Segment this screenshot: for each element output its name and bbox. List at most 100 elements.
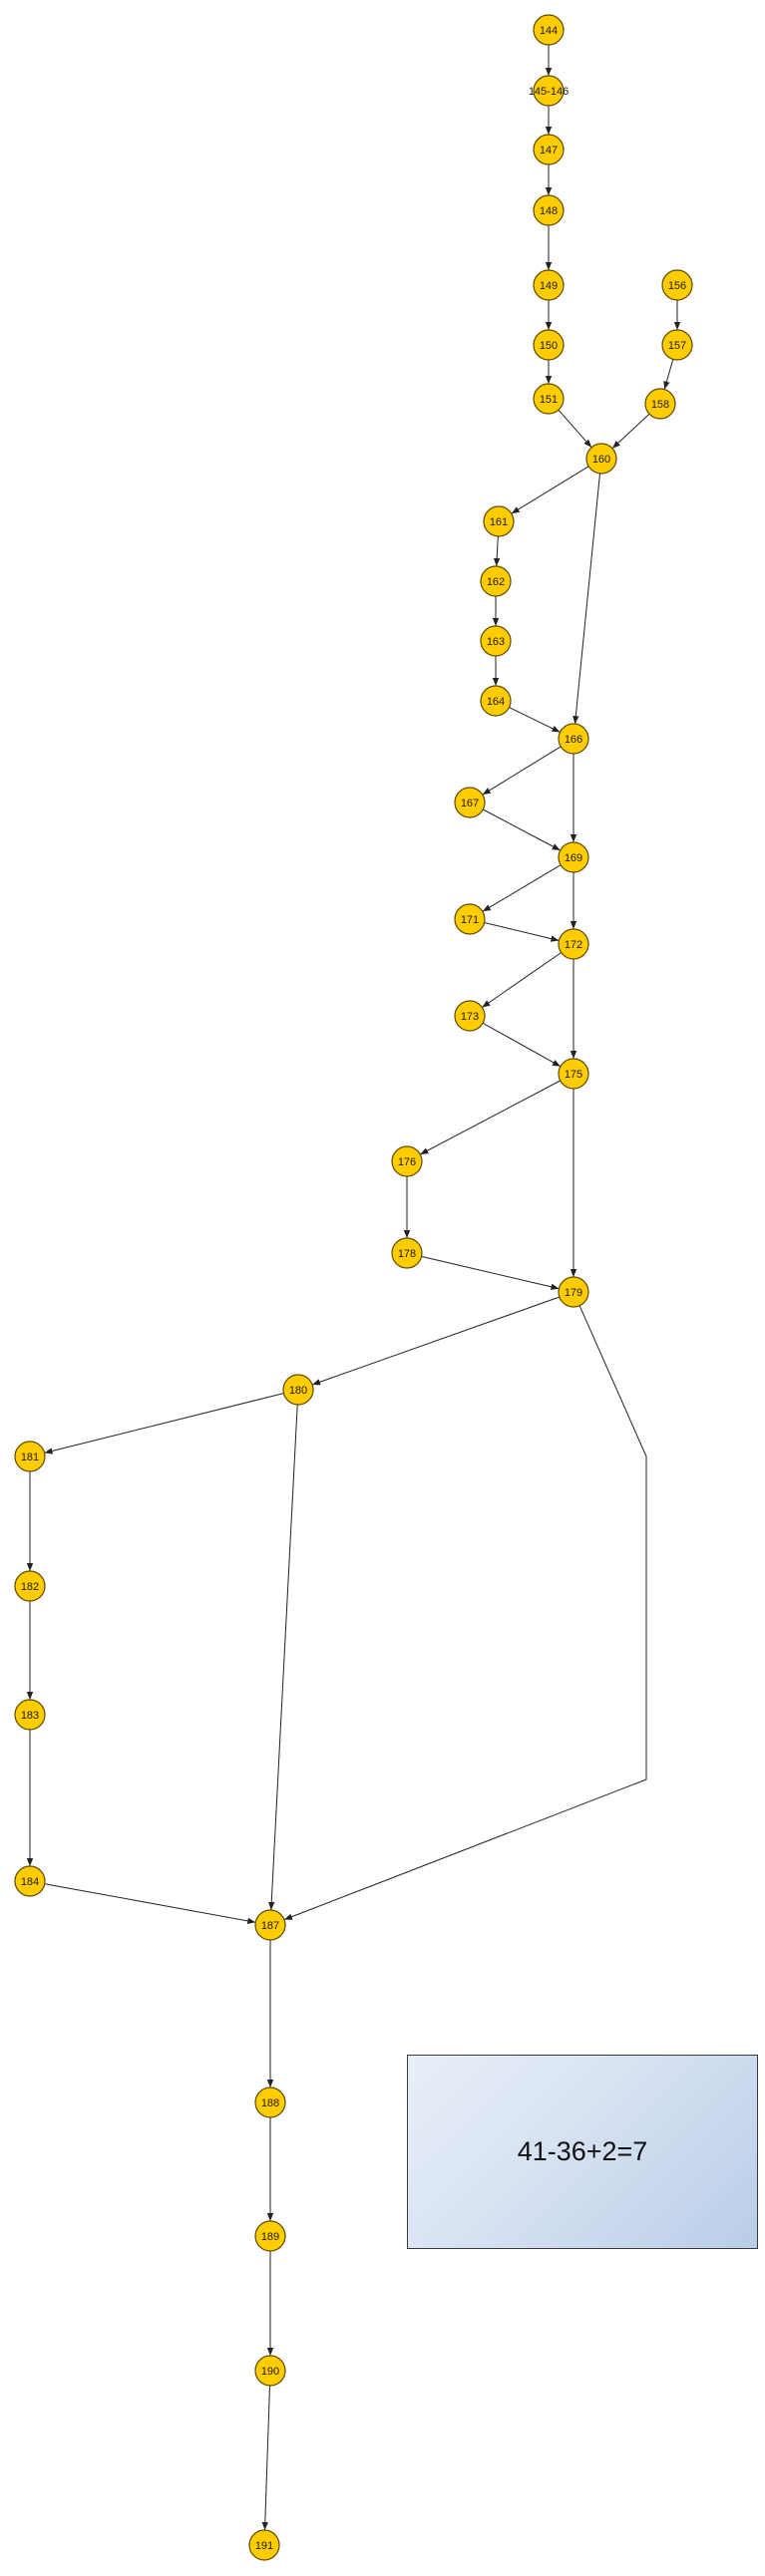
node-label: 158 (651, 399, 669, 411)
node-label: 172 (565, 939, 582, 951)
node-label: 187 (261, 1920, 279, 1932)
node-150: 150 (533, 329, 565, 361)
node-circle (585, 443, 617, 475)
node-label: 179 (565, 1287, 582, 1299)
node-circle (533, 383, 565, 415)
node-label: 157 (668, 340, 686, 352)
node-158: 158 (644, 388, 676, 420)
node-label: 145-146 (529, 86, 569, 98)
node-label: 167 (461, 798, 479, 809)
node-145-146: 145-146 (529, 75, 569, 107)
node-circle (480, 685, 512, 717)
node-157: 157 (661, 329, 693, 361)
node-188: 188 (254, 2087, 286, 2118)
edge-151-to-160 (558, 409, 592, 449)
node-circle (558, 928, 589, 960)
node-circle (254, 2220, 286, 2252)
node-179: 179 (558, 1276, 589, 1308)
nodes-layer: 144145-146147148149150151156157158160161… (14, 14, 693, 2561)
edge-178-to-179 (421, 1255, 560, 1290)
node-label: 169 (565, 852, 582, 864)
node-181: 181 (14, 1441, 46, 1472)
node-circle (533, 14, 565, 46)
node-label: 180 (289, 1385, 307, 1397)
node-175: 175 (558, 1058, 589, 1090)
node-label: 171 (461, 914, 479, 926)
edge-172-to-173 (482, 952, 562, 1008)
node-circle (644, 388, 676, 420)
node-circle (558, 723, 589, 755)
node-label: 184 (21, 1876, 39, 1888)
node-circle (454, 787, 486, 818)
node-label: 156 (668, 280, 686, 292)
edge-179-to-187 (283, 1305, 647, 1921)
node-182: 182 (14, 1570, 46, 1602)
node-183: 183 (14, 1699, 46, 1731)
edge-166-to-167 (482, 746, 562, 796)
node-label: 188 (261, 2097, 279, 2109)
node-circle (254, 1909, 286, 1941)
edge-190-to-191 (261, 2385, 270, 2531)
node-162: 162 (480, 565, 512, 597)
node-180: 180 (282, 1374, 314, 1406)
node-label: 183 (21, 1710, 39, 1722)
node-label: 178 (398, 1248, 416, 1260)
node-label: 164 (487, 696, 505, 708)
node-circle (558, 1276, 589, 1308)
node-circle (391, 1237, 423, 1269)
node-label: 148 (540, 205, 558, 217)
node-171: 171 (454, 903, 486, 935)
node-label: 176 (398, 1156, 416, 1168)
node-label: 160 (592, 454, 610, 466)
node-label: 175 (565, 1069, 582, 1081)
edge-158-to-160 (611, 413, 650, 450)
node-173: 173 (454, 1000, 486, 1032)
edge-160-to-161 (511, 466, 589, 514)
node-169: 169 (558, 841, 589, 873)
node-167: 167 (454, 787, 486, 818)
node-circle (454, 1000, 486, 1032)
node-label: 191 (255, 2540, 273, 2552)
node-circle (14, 1865, 46, 1897)
node-184: 184 (14, 1865, 46, 1897)
node-label: 147 (540, 145, 558, 157)
node-172: 172 (558, 928, 589, 960)
node-circle (533, 329, 565, 361)
node-circle (14, 1699, 46, 1731)
node-circle (14, 1441, 46, 1472)
node-circle (454, 903, 486, 935)
node-label: 144 (540, 25, 558, 37)
node-circle (533, 194, 565, 226)
node-147: 147 (533, 134, 565, 165)
node-189: 189 (254, 2220, 286, 2252)
edge-160-to-166 (573, 473, 600, 725)
node-label: 150 (540, 340, 558, 352)
edge-184-to-187 (44, 1883, 256, 1925)
node-190: 190 (254, 2355, 286, 2387)
node-circle (282, 1374, 314, 1406)
node-circle (248, 2529, 280, 2561)
edge-171-to-172 (484, 922, 560, 942)
node-156: 156 (661, 269, 693, 301)
node-circle (533, 269, 565, 301)
node-circle (254, 2355, 286, 2387)
node-163: 163 (480, 625, 512, 657)
node-label: 182 (21, 1581, 39, 1593)
node-circle (480, 625, 512, 657)
node-178: 178 (391, 1237, 423, 1269)
node-circle (14, 1570, 46, 1602)
node-166: 166 (558, 723, 589, 755)
node-label: 190 (261, 2366, 279, 2378)
formula-box: 41-36+2=7 (407, 2055, 758, 2249)
node-label: 151 (540, 394, 558, 406)
node-circle (533, 75, 565, 107)
node-191: 191 (248, 2529, 280, 2561)
node-circle (480, 565, 512, 597)
node-circle (391, 1145, 423, 1177)
node-144: 144 (533, 14, 565, 46)
edge-161-to-162 (493, 535, 501, 567)
edge-180-to-181 (44, 1393, 284, 1454)
edge-164-to-166 (509, 707, 561, 733)
node-label: 181 (21, 1451, 39, 1463)
